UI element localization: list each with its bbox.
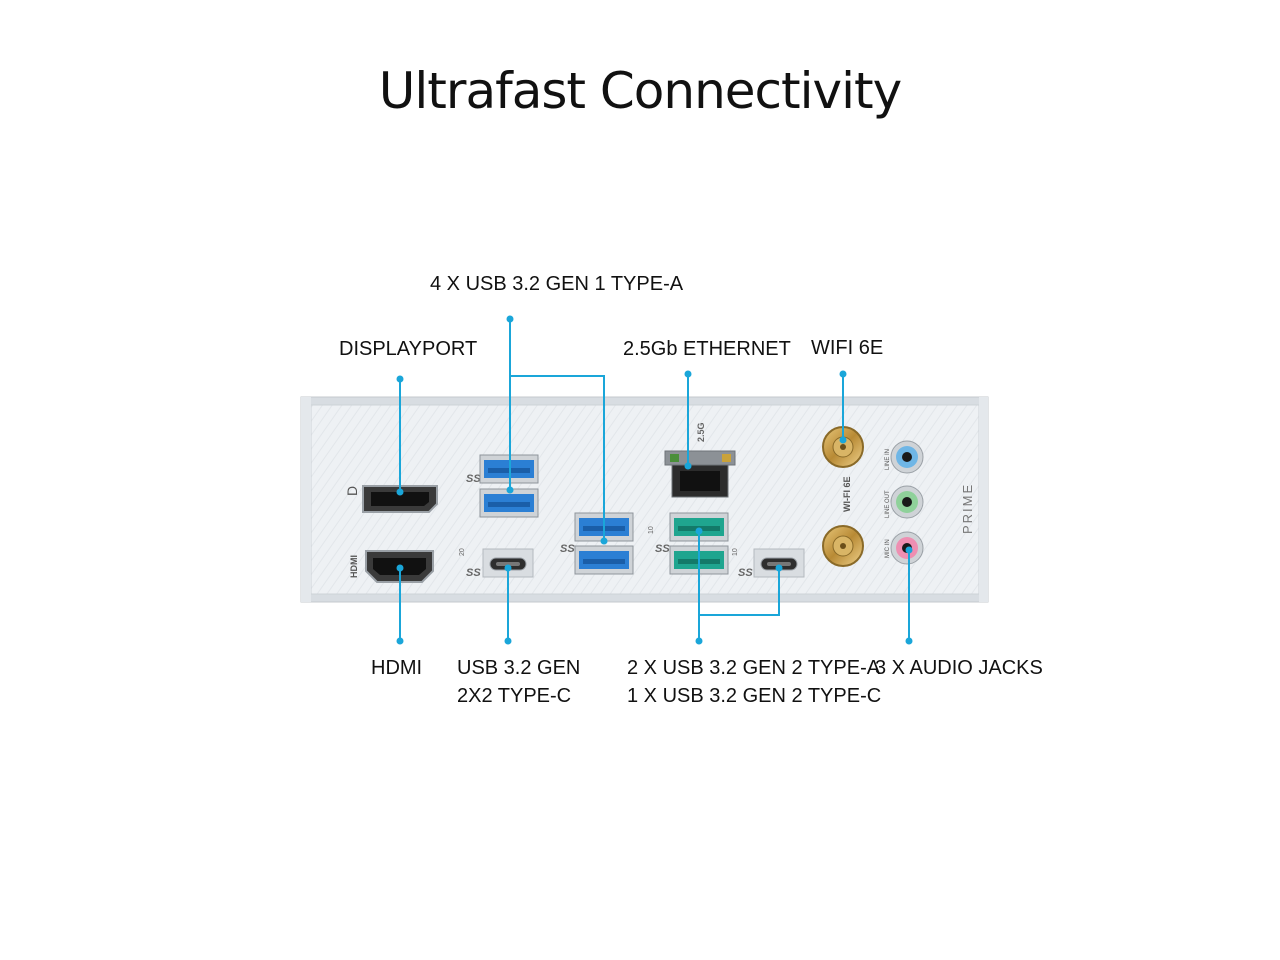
label-ethernet: 2.5Gb ETHERNET bbox=[623, 338, 791, 360]
line-out-text: LINE OUT bbox=[885, 490, 891, 518]
usb-gen-10-text: 10 bbox=[648, 526, 655, 534]
label-usb-2x2-line1: USB 3.2 GEN bbox=[457, 657, 581, 679]
lan-speed-text: 2.5G bbox=[696, 422, 706, 442]
hdmi-text: HDMI bbox=[349, 555, 359, 578]
label-displayport: DISPLAYPORT bbox=[339, 338, 478, 360]
usb-superspeed-icon: SS bbox=[560, 543, 575, 555]
usb-superspeed-icon: SS bbox=[466, 567, 481, 579]
usb-superspeed-icon: SS bbox=[655, 543, 670, 555]
ethernet-port: 2.5G bbox=[664, 422, 736, 498]
usb-superspeed-icon: SS bbox=[466, 473, 481, 485]
displayport-port: D bbox=[344, 485, 438, 513]
callout-dots bbox=[396, 315, 913, 645]
displayport-icon: D bbox=[344, 486, 360, 496]
page-title: Ultrafast Connectivity bbox=[378, 62, 902, 120]
usb-gen-20-text: 20 bbox=[459, 548, 466, 556]
io-shield bbox=[300, 396, 989, 603]
usb-superspeed-icon: SS bbox=[738, 567, 753, 579]
label-usb-gen2: 2 X USB 3.2 GEN 2 TYPE-A 1 X USB 3.2 GEN… bbox=[627, 654, 881, 710]
wifi-text: WI-FI 6E bbox=[842, 477, 852, 513]
brand-text: PRIME bbox=[960, 483, 975, 534]
audio-jacks: LINE IN LINE OUT MIC IN bbox=[885, 440, 924, 565]
label-audio: 3 X AUDIO JACKS bbox=[875, 657, 1043, 679]
usb-gen2x2-typec-port: SS 20 bbox=[459, 548, 534, 579]
mic-in-text: MIC IN bbox=[885, 539, 891, 558]
label-usb-2x2-line2: 2X2 TYPE-C bbox=[457, 685, 572, 707]
label-wifi: WIFI 6E bbox=[811, 337, 884, 359]
label-usb-gen2-line1: 2 X USB 3.2 GEN 2 TYPE-A bbox=[627, 657, 881, 679]
label-usb-2x2: USB 3.2 GEN 2X2 TYPE-C bbox=[457, 654, 580, 710]
usb-gen-10-text: 10 bbox=[732, 548, 739, 556]
callout-lines bbox=[399, 319, 910, 641]
label-usb-gen1: 4 X USB 3.2 GEN 1 TYPE-A bbox=[430, 273, 684, 295]
wifi-antenna-connectors: WI-FI 6E bbox=[822, 426, 864, 567]
label-hdmi: HDMI bbox=[371, 657, 423, 679]
line-in-text: LINE IN bbox=[885, 449, 891, 470]
label-usb-gen2-line2: 1 X USB 3.2 GEN 2 TYPE-C bbox=[627, 685, 882, 707]
